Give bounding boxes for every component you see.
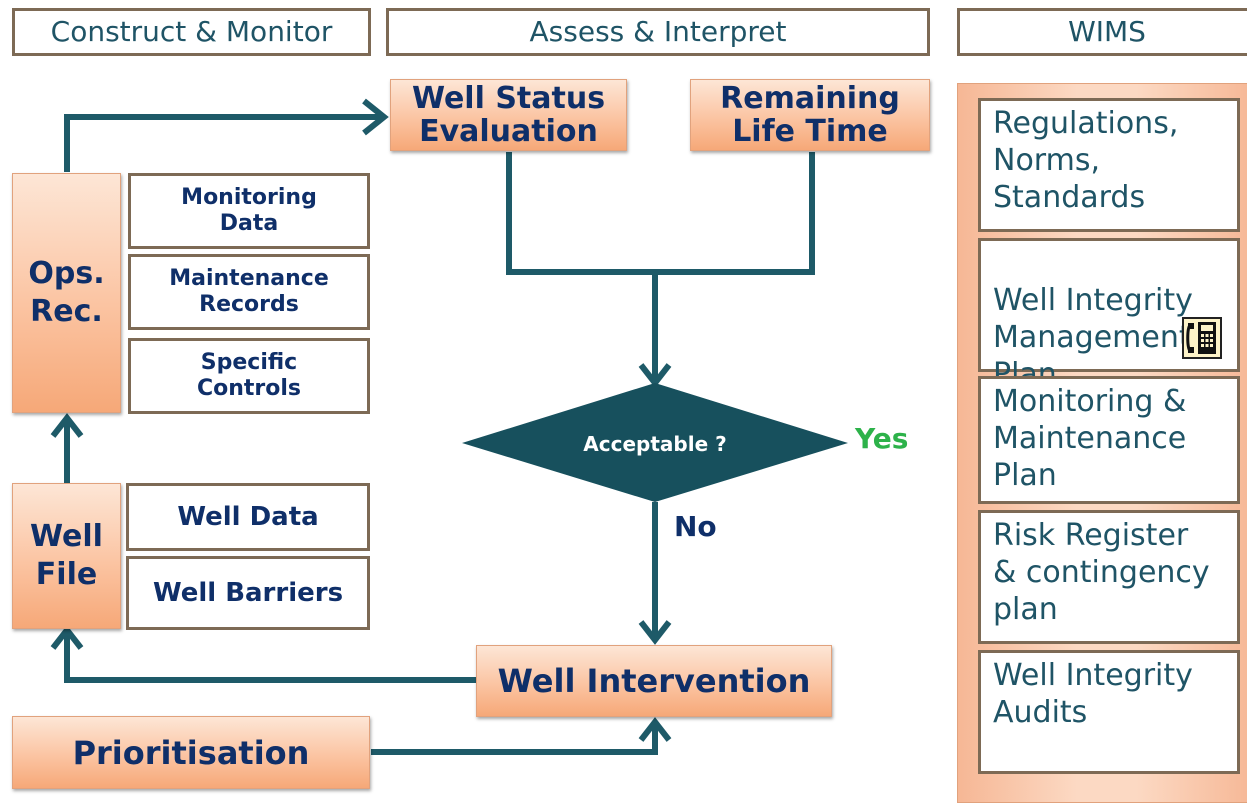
- monitoring-data-box: Monitoring Data: [128, 173, 370, 249]
- prioritisation-box: Prioritisation: [12, 716, 370, 789]
- wims-integrity-management-label: Well Integrity Management Plan: [993, 283, 1193, 392]
- wims-monitoring-maintenance-box: Monitoring & Maintenance Plan: [978, 376, 1240, 504]
- wims-integrity-management-box: Well Integrity Management Plan: [978, 238, 1240, 392]
- wims-regulations-box: Regulations, Norms, Standards: [978, 98, 1240, 232]
- arrow-ops-to-status: [64, 114, 384, 172]
- header-wims: WIMS: [957, 8, 1247, 56]
- ops-rec-box: Ops. Rec.: [12, 173, 121, 413]
- connector-status-merge: [506, 152, 815, 275]
- well-intervention-box: Well Intervention: [476, 645, 832, 717]
- wims-risk-register-box: Risk Register & contingency plan: [978, 510, 1240, 644]
- maintenance-records-box: Maintenance Records: [128, 254, 370, 330]
- well-data-box: Well Data: [126, 483, 370, 551]
- phone-icon[interactable]: [1182, 317, 1222, 359]
- yes-label: Yes: [855, 422, 909, 455]
- decision-diamond: [462, 383, 848, 502]
- decision-label: Acceptable ?: [583, 432, 727, 456]
- arrow-intervention-to-wellfile: [64, 630, 477, 683]
- no-label: No: [674, 510, 717, 543]
- well-file-box: Well File: [12, 483, 121, 629]
- specific-controls-box: Specific Controls: [128, 338, 370, 414]
- arrow-prioritisation-to-intervention: [371, 722, 658, 755]
- header-construct-monitor: Construct & Monitor: [12, 8, 371, 56]
- remaining-life-time-box: Remaining Life Time: [690, 79, 930, 151]
- wims-audits-box: Well Integrity Audits: [978, 650, 1240, 774]
- well-status-evaluation-box: Well Status Evaluation: [390, 79, 627, 151]
- phone-icon-graphic: [1186, 322, 1216, 354]
- well-barriers-box: Well Barriers: [126, 556, 370, 630]
- header-assess-interpret: Assess & Interpret: [386, 8, 930, 56]
